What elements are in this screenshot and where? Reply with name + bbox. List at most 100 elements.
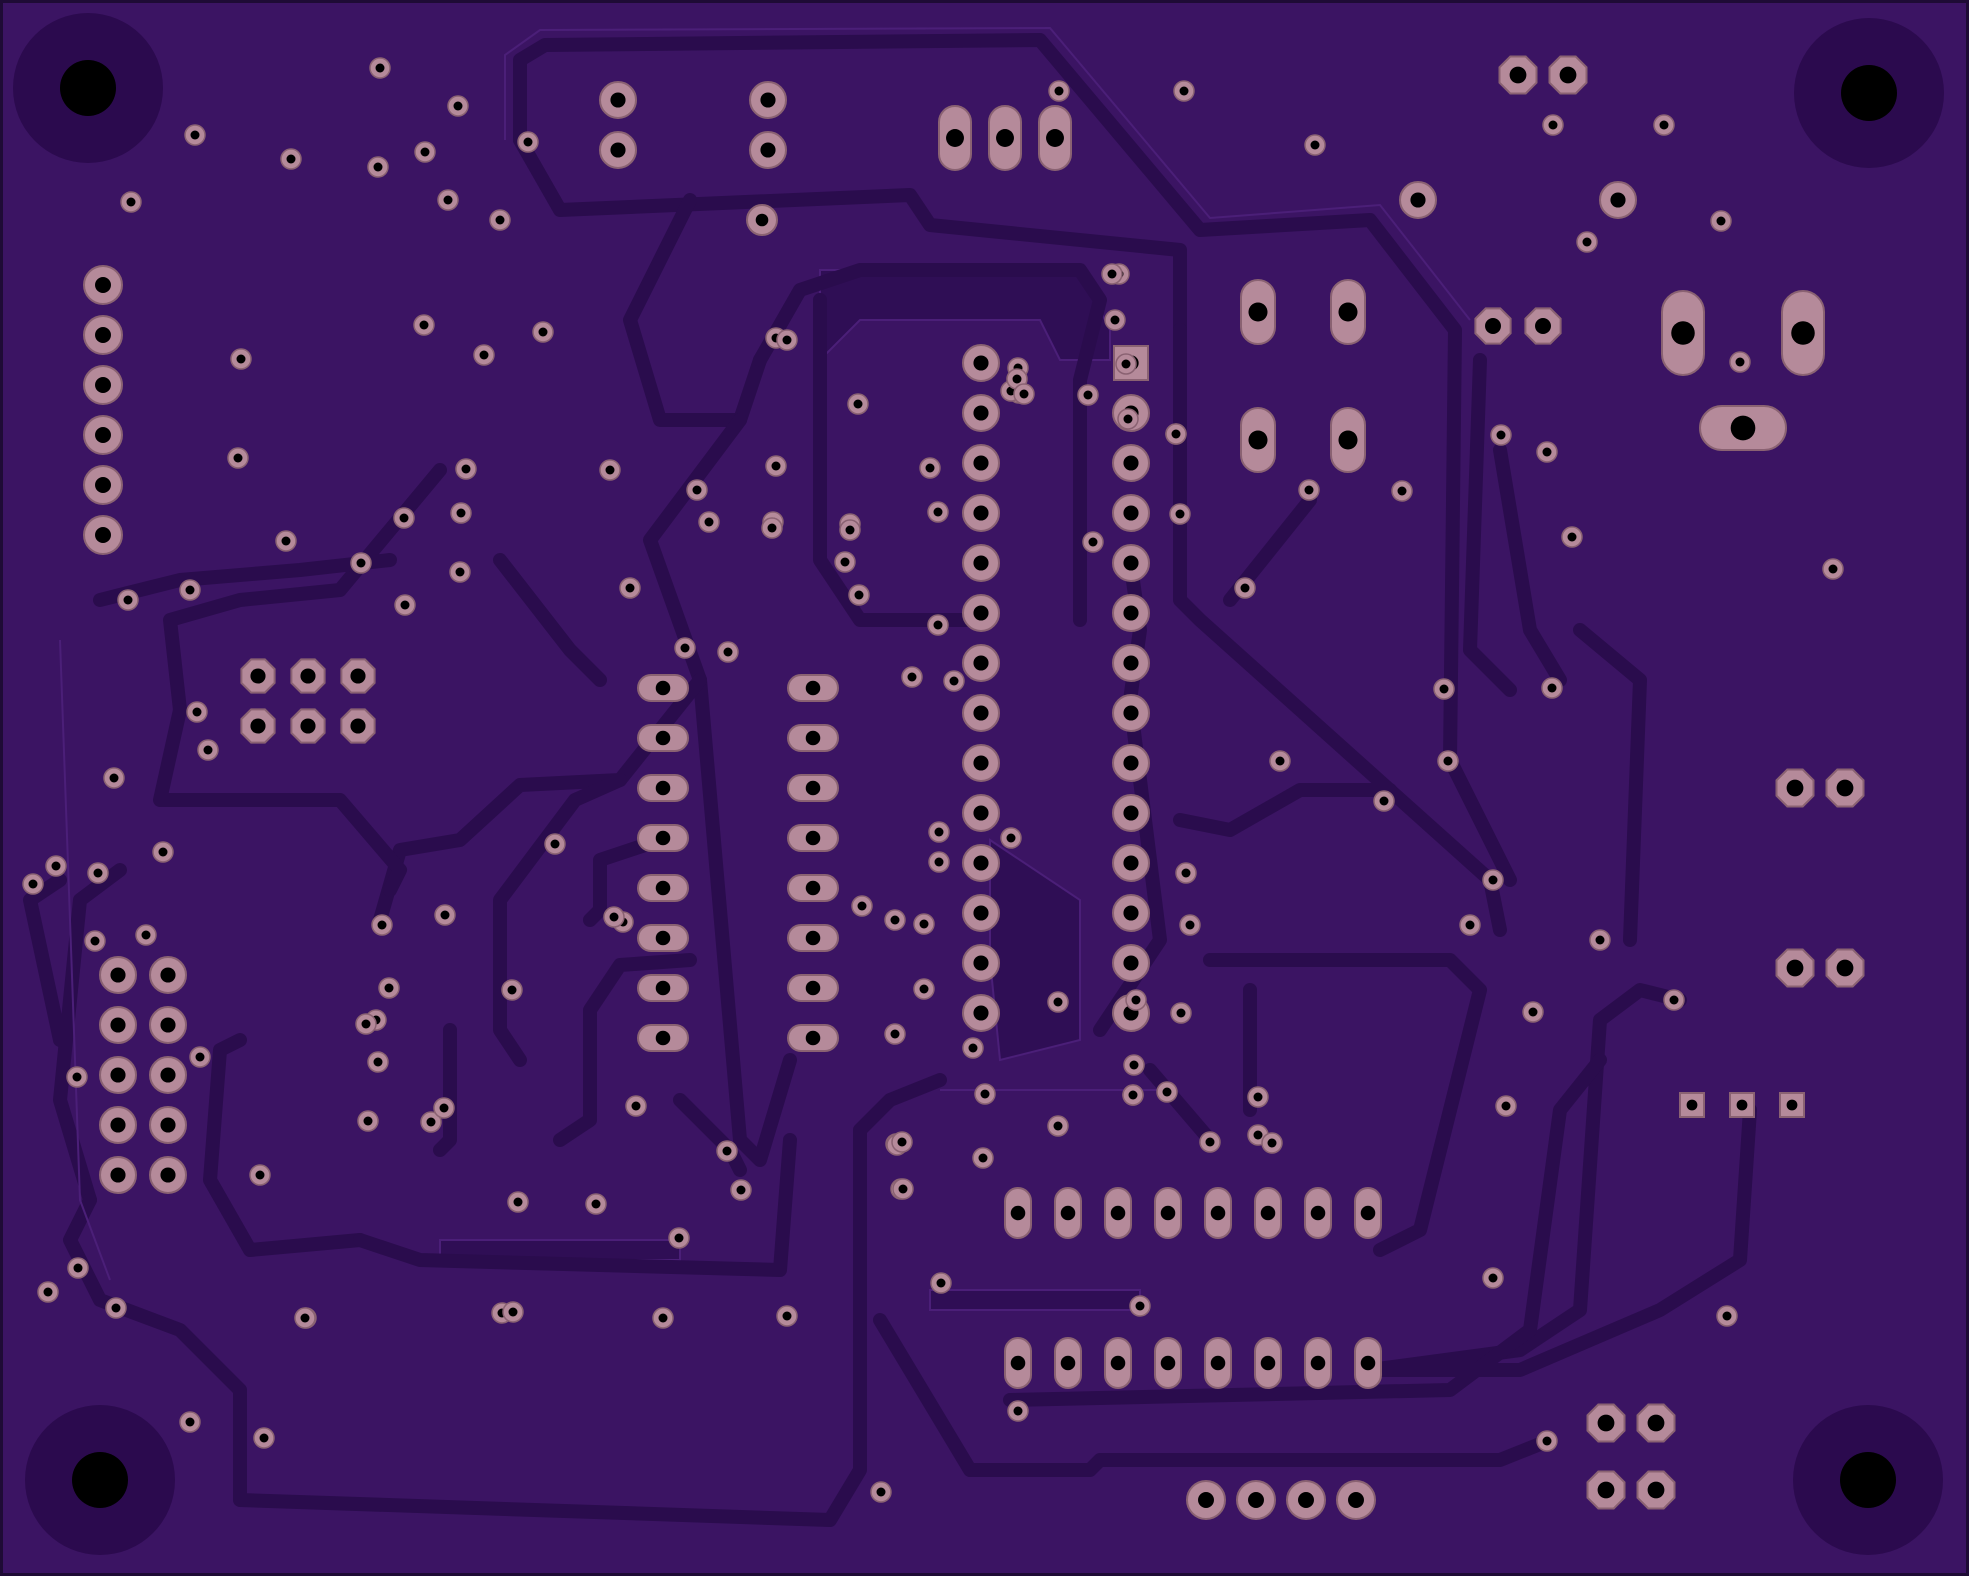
via-icon — [891, 1131, 913, 1153]
via-icon — [413, 314, 435, 336]
pad-icon — [83, 465, 123, 505]
pad-icon — [1112, 944, 1150, 982]
pad-icon — [1112, 494, 1150, 532]
via-icon — [517, 131, 539, 153]
pad-icon — [1054, 1187, 1082, 1239]
via-icon — [532, 321, 554, 343]
pad-icon — [787, 924, 839, 952]
pad-icon — [962, 944, 1000, 982]
pad-icon — [99, 1106, 137, 1144]
pad-icon — [340, 708, 376, 744]
via-icon — [367, 156, 389, 178]
pad-icon — [1524, 307, 1562, 345]
via-icon — [1490, 424, 1512, 446]
via-icon — [1653, 114, 1675, 136]
pad-icon — [1038, 105, 1072, 171]
pad-icon — [962, 894, 1000, 932]
pad-icon — [787, 774, 839, 802]
via-icon — [449, 561, 471, 583]
pad-icon — [1354, 1187, 1382, 1239]
via-icon — [962, 1037, 984, 1059]
via-icon — [357, 1110, 379, 1132]
mounting-hole-icon — [1794, 18, 1944, 168]
via-icon — [502, 1301, 524, 1323]
via-icon — [249, 1164, 271, 1186]
pad-icon — [1586, 1470, 1626, 1510]
pad-icon — [962, 794, 1000, 832]
via-icon — [455, 458, 477, 480]
via-icon — [1165, 423, 1187, 445]
pad-icon — [637, 924, 689, 952]
via-icon — [22, 873, 44, 895]
pad-icon — [637, 974, 689, 1002]
pad-icon — [1304, 1187, 1332, 1239]
via-icon — [930, 1272, 952, 1294]
pad-icon — [938, 105, 972, 171]
via-icon — [1156, 1081, 1178, 1103]
via-icon — [37, 1281, 59, 1303]
via-icon — [450, 502, 472, 524]
pad-icon — [1240, 279, 1276, 345]
pad-icon — [1354, 1337, 1382, 1389]
pad-icon — [962, 744, 1000, 782]
via-icon — [433, 1097, 455, 1119]
via-icon — [919, 457, 941, 479]
via-icon — [1373, 790, 1395, 812]
via-icon — [501, 979, 523, 1001]
square-pad-icon — [1679, 1092, 1705, 1118]
via-icon — [1170, 1002, 1192, 1024]
pad-icon — [1825, 768, 1865, 808]
pad-icon — [1054, 1337, 1082, 1389]
via-icon — [1169, 503, 1191, 525]
via-icon — [394, 594, 416, 616]
pad-icon — [787, 674, 839, 702]
via-icon — [761, 517, 783, 539]
via-icon — [393, 507, 415, 529]
pad-icon — [962, 444, 1000, 482]
pad-icon — [1775, 768, 1815, 808]
pad-icon — [1825, 948, 1865, 988]
pad-icon — [1548, 55, 1588, 95]
via-icon — [1576, 231, 1598, 253]
via-icon — [1129, 1295, 1151, 1317]
pad-icon — [749, 81, 787, 119]
via-icon — [355, 1013, 377, 1035]
via-icon — [668, 1227, 690, 1249]
pad-icon — [599, 81, 637, 119]
via-icon — [103, 767, 125, 789]
via-icon — [1199, 1131, 1221, 1153]
via-icon — [179, 1411, 201, 1433]
pad-icon — [962, 494, 1000, 532]
vias — [22, 57, 1844, 1503]
via-icon — [619, 577, 641, 599]
via-icon — [1173, 80, 1195, 102]
pad-icon — [99, 1056, 137, 1094]
mounting-holes — [13, 13, 1944, 1555]
via-icon — [378, 977, 400, 999]
pad-icon — [1240, 407, 1276, 473]
via-icon — [901, 666, 923, 688]
via-icon — [280, 148, 302, 170]
pad-icon — [988, 105, 1022, 171]
pad-icon — [1498, 55, 1538, 95]
via-icon — [179, 579, 201, 601]
via-icon — [585, 1193, 607, 1215]
via-icon — [599, 459, 621, 481]
via-icon — [1115, 353, 1137, 375]
pad-icon — [962, 544, 1000, 582]
via-icon — [1433, 678, 1455, 700]
via-icon — [189, 1046, 211, 1068]
via-icon — [1117, 408, 1139, 430]
pad-icon — [1204, 1187, 1232, 1239]
pad-icon — [962, 644, 1000, 682]
via-icon — [1729, 351, 1751, 373]
via-icon — [625, 1095, 647, 1117]
via-icon — [884, 909, 906, 931]
pad-icon — [637, 674, 689, 702]
via-icon — [1542, 114, 1564, 136]
via-icon — [227, 447, 249, 469]
via-icon — [1482, 1267, 1504, 1289]
pad-icon — [1286, 1480, 1326, 1520]
pad-icon — [1112, 594, 1150, 632]
via-icon — [1536, 1430, 1558, 1452]
